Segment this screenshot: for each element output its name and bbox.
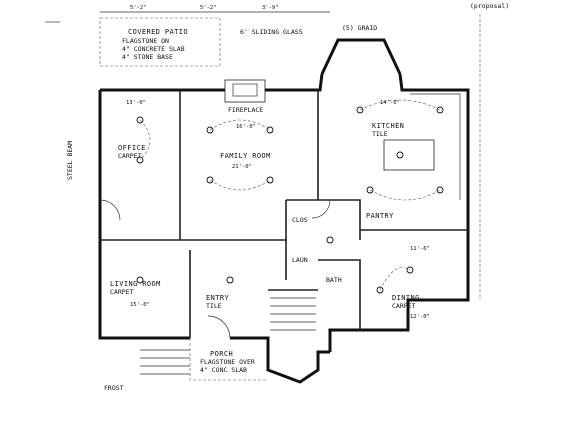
- kitchen-label: KITCHEN: [372, 122, 404, 130]
- family-room-dimension: 21'-0": [232, 164, 252, 170]
- frost-note: FROST: [104, 384, 124, 392]
- fireplace-box: [224, 79, 266, 103]
- pantry-walls: [285, 199, 361, 280]
- office-label: OFFICE: [118, 144, 146, 152]
- covered-patio-note-1: FLAGSTONE ON: [122, 37, 169, 45]
- exterior-wall-lower: [98, 90, 330, 384]
- dimension-top-mid: 5'-2": [200, 5, 217, 11]
- dining-finish: CARPET: [392, 302, 416, 310]
- family-room-label: FAMILY ROOM: [220, 152, 271, 160]
- kitchen-island: [383, 139, 435, 171]
- dimension-span-a: 13'-0": [126, 100, 146, 106]
- porch-note-1: FLAGSTONE OVER: [200, 358, 255, 366]
- right-margin-note: (proposal): [470, 2, 509, 10]
- covered-patio-outline: [99, 17, 221, 67]
- dimension-top-left: 5'-2": [130, 5, 147, 11]
- dining-label: DINING: [392, 294, 420, 302]
- fireplace-label: FIREPLACE: [228, 106, 263, 114]
- dimension-span-b: 16'-0": [236, 124, 256, 130]
- bay-window-wall: [320, 38, 402, 75]
- porch-label: PORCH: [210, 350, 233, 358]
- front-door-swing: [207, 315, 231, 339]
- closet-label: CLOS: [292, 216, 308, 224]
- kitchen-finish: TILE: [372, 130, 388, 138]
- fireplace-firebox: [232, 83, 258, 97]
- kitchen-counter: [410, 93, 461, 200]
- bay-window-note: (5) GRAID: [342, 24, 377, 32]
- living-room-label: LIVING ROOM: [110, 280, 161, 288]
- covered-patio-note-3: 4" STONE BASE: [122, 53, 173, 61]
- covered-patio-note-2: 4" CONCRETE SLAB: [122, 45, 185, 53]
- porch-note-2: 4" CONC SLAB: [200, 366, 247, 374]
- office-finish: CARPET: [118, 152, 142, 160]
- dimension-span-d: 12'-0": [410, 314, 430, 320]
- dimension-span-c: 15'-0": [130, 302, 150, 308]
- pantry-label: PANTRY: [366, 212, 394, 220]
- porch-outline: [189, 338, 268, 381]
- window-note: 6' SLIDING GLASS: [240, 28, 303, 36]
- wiring-runs: [139, 99, 441, 291]
- living-finish: CARPET: [110, 288, 134, 296]
- island-sink: [396, 151, 404, 159]
- entry-stairs: [270, 297, 316, 331]
- dimension-span-e: 11'-6": [410, 246, 430, 252]
- exterior-wall-upper: [100, 73, 470, 352]
- bath-walls: [318, 259, 361, 330]
- entry-finish: TILE: [206, 302, 222, 310]
- office-door-swing: [99, 199, 121, 221]
- front-steps: [140, 349, 190, 375]
- pantry-door-swing: [311, 199, 331, 219]
- laundry-label: LAUN: [292, 256, 308, 264]
- dimension-span-f: 14'-0": [380, 100, 400, 106]
- dimension-top-right: 3'-9": [262, 5, 279, 11]
- covered-patio-label: COVERED PATIO: [128, 28, 188, 36]
- beam-note: STEEL BEAM: [66, 141, 74, 180]
- bath-label: BATH: [326, 276, 342, 284]
- entry-label: ENTRY: [206, 294, 229, 302]
